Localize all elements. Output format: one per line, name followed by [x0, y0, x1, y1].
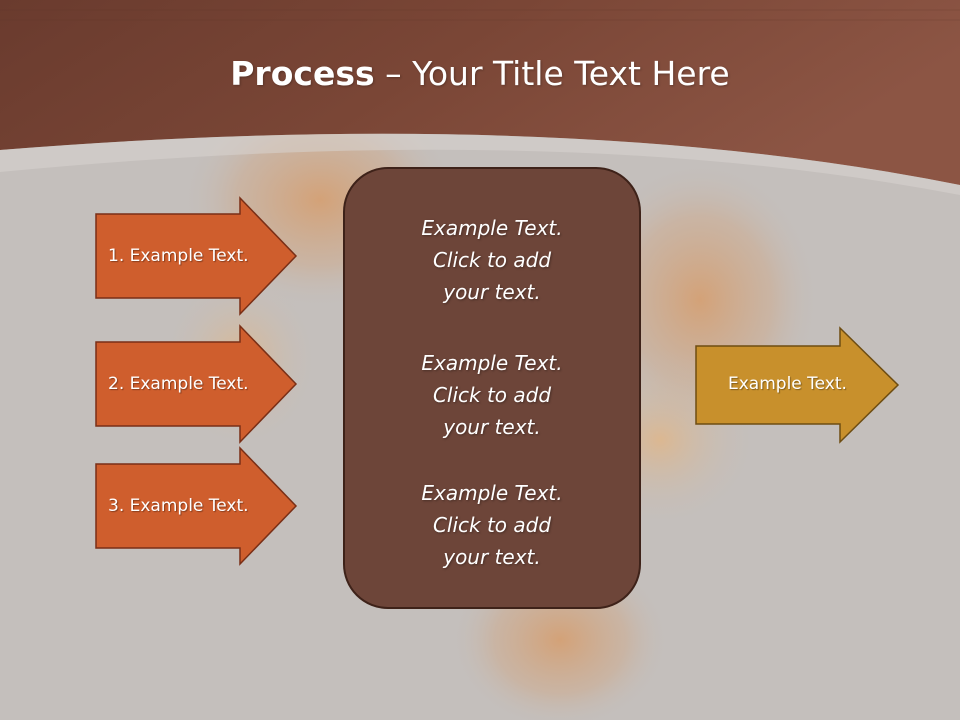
left-arrow-1[interactable]: [95, 196, 298, 316]
center-block-3-line-3: your text.: [443, 545, 541, 569]
title-rest: Your Title Text Here: [412, 54, 730, 93]
right-arrow[interactable]: [695, 326, 900, 444]
left-arrow-1-label: 1. Example Text.: [108, 246, 249, 266]
left-arrow-3[interactable]: [95, 446, 298, 566]
left-arrow-3-label: 3. Example Text.: [108, 496, 249, 516]
title-separator: –: [374, 54, 413, 93]
center-block-2-line-1: Example Text.: [421, 351, 563, 375]
title-bold: Process: [230, 54, 375, 93]
center-block-1-line-3: your text.: [443, 280, 541, 304]
center-block-1-line-1: Example Text.: [421, 216, 563, 240]
center-block-3-line-2: Click to add: [432, 513, 552, 537]
center-text-block-3: Example Text. Click to add your text.: [344, 477, 640, 573]
center-text-block-1: Example Text. Click to add your text.: [344, 212, 640, 308]
header-band: [0, 0, 960, 185]
center-block-2-line-2: Click to add: [432, 383, 552, 407]
center-block-1-line-2: Click to add: [432, 248, 552, 272]
center-box[interactable]: [343, 167, 641, 609]
center-text-block-2: Example Text. Click to add your text.: [344, 347, 640, 443]
left-arrow-2-label: 2. Example Text.: [108, 374, 249, 394]
center-block-2-line-3: your text.: [443, 415, 541, 439]
page-title: Process – Your Title Text Here: [0, 52, 960, 96]
left-arrow-2[interactable]: [95, 324, 298, 444]
header-arc-highlight: [0, 133, 960, 195]
right-arrow-label: Example Text.: [728, 374, 847, 394]
center-block-3-line-1: Example Text.: [421, 481, 563, 505]
